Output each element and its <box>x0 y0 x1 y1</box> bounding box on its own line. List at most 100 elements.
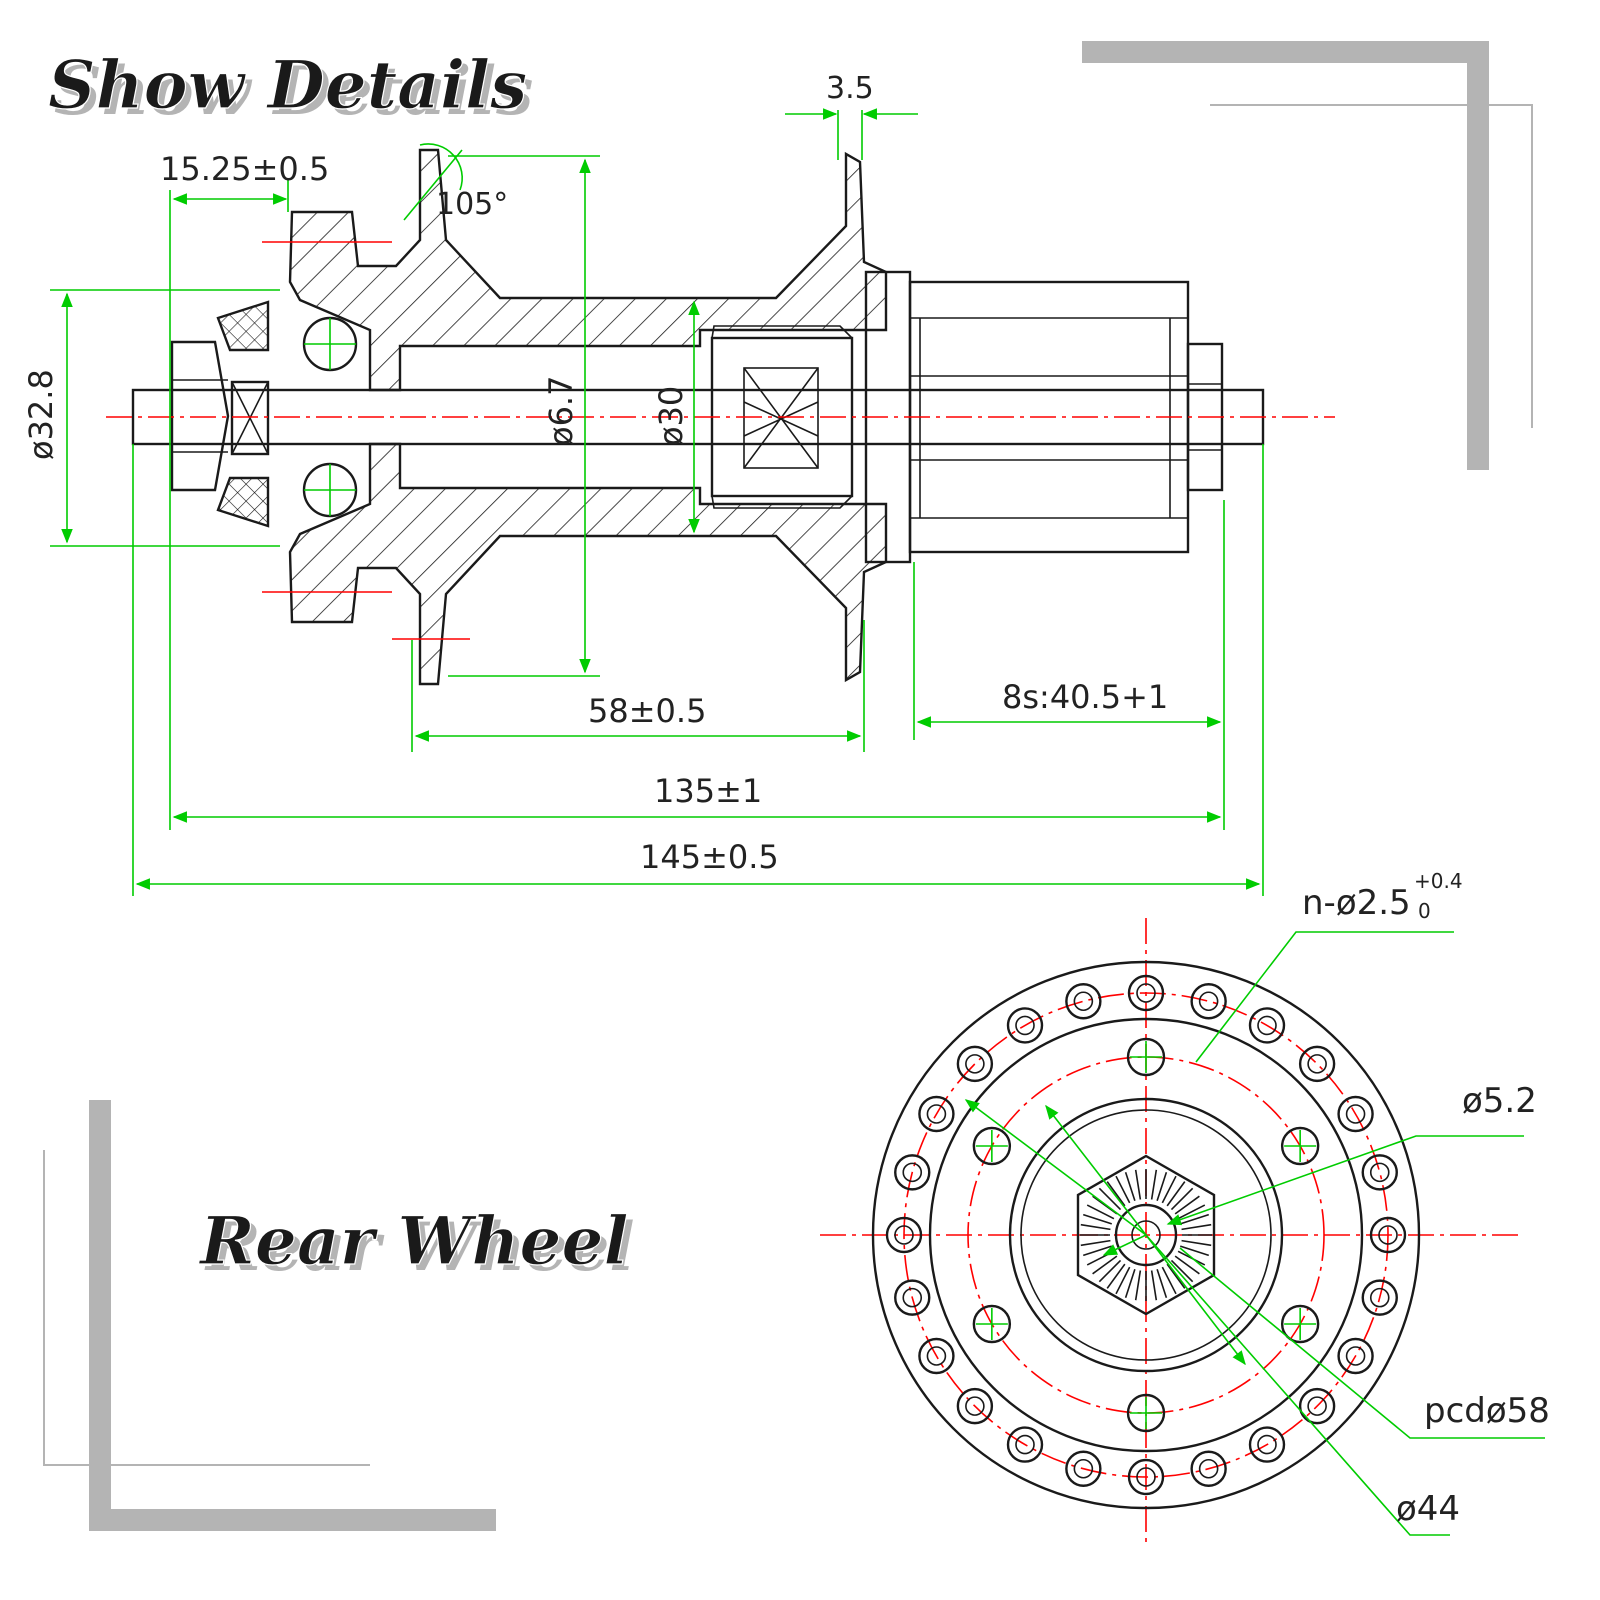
spoke-hole-inner <box>965 1054 985 1074</box>
ratchet-tooth <box>1174 1195 1200 1215</box>
seal-top <box>216 300 270 352</box>
spoke-hole <box>1127 974 1165 1012</box>
hub-side-view: 15.25±0.5 3.5 105° ø32.8 ø6.7 ø30 58±0.5… <box>22 71 1335 896</box>
spoke-hole-inner <box>1307 1054 1327 1074</box>
spoke-hole-inner <box>1073 991 1094 1012</box>
spoke-hole-inner <box>1015 1015 1035 1036</box>
spoke-hole-inner <box>1257 1434 1277 1455</box>
ratchet-tooth <box>1181 1223 1212 1231</box>
dim-disc-bcd: ø44 <box>1396 1489 1460 1529</box>
ratchet-tooth <box>1092 1255 1118 1275</box>
ratchet-tooth <box>1086 1204 1115 1220</box>
title-rear-wheel: Rear Wheel <box>198 1202 629 1280</box>
disc-bolt-holes <box>972 1037 1320 1433</box>
ratchet-tooth <box>1156 1171 1168 1202</box>
spoke-hole-inner <box>1369 1287 1390 1308</box>
ratchet-tooth <box>1161 1175 1177 1204</box>
locknut-left <box>170 340 230 492</box>
ratchet-tooth <box>1134 1270 1142 1301</box>
disc-bolt-crosshair <box>975 1308 1008 1340</box>
title-show-details: Show Details <box>48 46 527 124</box>
spoke-hole <box>956 1387 994 1425</box>
dim-spoke-hole-tolerance-high: +0.4 <box>1414 869 1463 893</box>
ratchet-tooth <box>1170 1187 1194 1211</box>
spoke-hole-inner <box>1378 1225 1398 1245</box>
spoke-hole <box>1337 1337 1374 1375</box>
ratchet-tooth <box>1106 1263 1126 1289</box>
ratchet-tooth <box>1166 1181 1186 1207</box>
ratchet-tooth <box>1181 1239 1212 1247</box>
spoke-hole-inner <box>1073 1458 1094 1479</box>
disc-bolt-crosshair <box>1284 1308 1317 1340</box>
disc-bolt-hole <box>972 1304 1012 1344</box>
dimension-lines <box>50 108 1264 896</box>
hex-nut <box>1076 1154 1216 1316</box>
dim-oln: 135±1 <box>654 772 762 810</box>
disc-bolt-hole <box>1280 1126 1320 1166</box>
seal-bottom <box>216 476 270 528</box>
hub-shell-bottom <box>288 442 888 686</box>
disc-bolt-hole <box>972 1126 1012 1166</box>
ratchet-tooth <box>1161 1266 1177 1295</box>
spoke-hole-inner <box>926 1104 947 1124</box>
spoke-holes <box>885 974 1407 1496</box>
dim-axle-length: 145±0.5 <box>640 838 779 876</box>
disc-bolt-hole <box>1126 1393 1166 1433</box>
spoke-hole-inner <box>1369 1162 1390 1183</box>
ratchet-tooth <box>1156 1268 1168 1299</box>
ratchet-tooth <box>1166 1263 1186 1289</box>
spoke-hole <box>1190 983 1227 1020</box>
dim-hub-od: ø32.8 <box>22 369 60 460</box>
spoke-hole-inner <box>1198 991 1219 1012</box>
cone-left <box>230 380 270 456</box>
disc-bolt-crosshair <box>1130 1041 1162 1073</box>
dim-spoke-hole: n-ø2.5 <box>1302 883 1411 923</box>
frame-brackets <box>43 41 1533 1531</box>
spoke-hole <box>1127 1458 1165 1496</box>
ratchet-tooth <box>1179 1213 1210 1225</box>
ratchet-tooth <box>1150 1169 1158 1200</box>
spoke-hole-inner <box>1015 1434 1035 1455</box>
title-rear-wheel-shadow: Rear Wheel <box>204 1208 635 1286</box>
dim-pcd: pcdø58 <box>1424 1391 1550 1431</box>
disc-bcd-circle <box>967 1056 1325 1414</box>
dim-body-d: ø30 <box>652 386 690 446</box>
ratchet-tooth <box>1115 1266 1131 1295</box>
ratchet-tooth <box>1177 1204 1206 1220</box>
spoke-hole <box>894 1279 931 1316</box>
ratchet-tooth <box>1170 1259 1194 1283</box>
ratchet-tooth <box>1098 1187 1122 1211</box>
spoke-hole <box>918 1095 955 1133</box>
ratchet-tooth <box>1150 1270 1158 1301</box>
ratchet-tooth <box>1124 1268 1136 1299</box>
ratchet-tooth <box>1115 1175 1131 1204</box>
dim-flange-offset: 15.25±0.5 <box>160 150 329 188</box>
pcd-circle <box>903 992 1389 1478</box>
spoke-hole-inner <box>902 1287 923 1308</box>
spoke-hole-inner <box>1136 1467 1156 1487</box>
spoke-hole-inner <box>926 1346 947 1366</box>
ratchet-tooth <box>1174 1255 1200 1275</box>
ratchet-tooth <box>1080 1223 1111 1231</box>
disc-bolt-crosshair <box>975 1130 1008 1162</box>
spoke-hole <box>1337 1095 1374 1133</box>
spoke-hole-inner <box>965 1396 985 1416</box>
spoke-hole <box>1248 1426 1286 1463</box>
hub-end-view: ø5.2 n-ø2.5 0 +0.4 pcdø58 ø44 <box>820 869 1550 1545</box>
spoke-hole-inner <box>1307 1396 1327 1416</box>
spoke-hole <box>1298 1387 1336 1425</box>
ratchet-tooth <box>1098 1259 1122 1283</box>
dim-axle-d: ø6.7 <box>542 376 580 446</box>
ratchet-tooth <box>1106 1181 1126 1207</box>
dim-freehub: 8s:40.5+1 <box>1002 678 1168 716</box>
disc-bolt-hole <box>1126 1037 1166 1077</box>
spoke-hole <box>1065 983 1102 1020</box>
spoke-hole-inner <box>1198 1458 1219 1479</box>
disc-bolt-crosshair <box>1130 1397 1162 1429</box>
spoke-hole <box>1190 1450 1227 1487</box>
flange-inner <box>928 1017 1364 1453</box>
disc-bolt-crosshair <box>1284 1130 1317 1162</box>
spoke-hole-inner <box>1345 1104 1366 1124</box>
